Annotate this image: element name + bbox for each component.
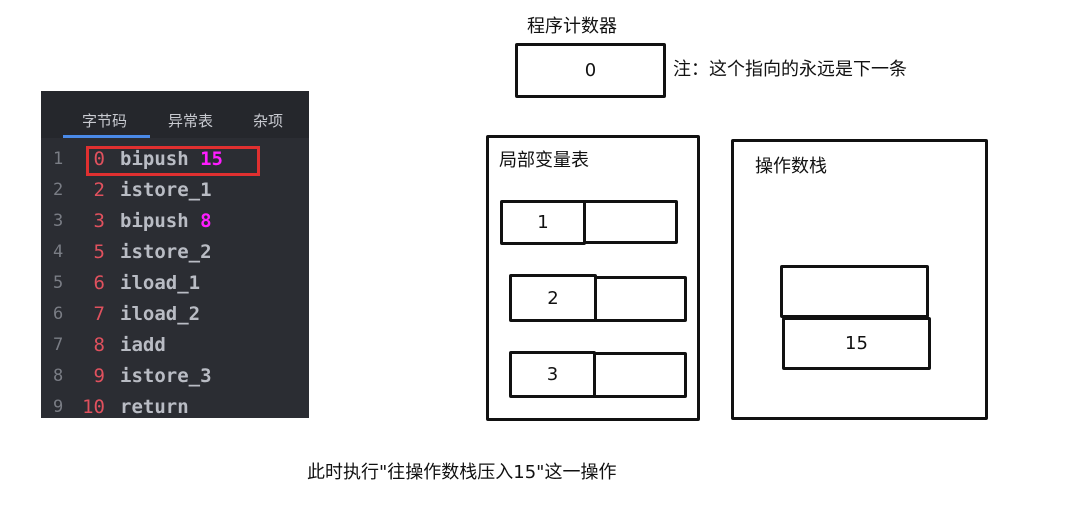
stack-title: 操作数栈 (755, 156, 827, 177)
bytecode-row[interactable]: 3 3 bipush 8 (41, 206, 309, 237)
instruction: iload_2 (120, 299, 200, 330)
bytecode-row[interactable]: 6 7 iload_2 (41, 299, 309, 330)
bytecode-offset: 8 (93, 334, 105, 356)
local-slot-value (594, 276, 687, 322)
instruction: istore_1 (120, 175, 212, 206)
local-slot-index: 2 (509, 274, 597, 322)
line-number: 5 (53, 273, 64, 293)
stack-value: 15 (845, 333, 868, 354)
locals-title: 局部变量表 (499, 150, 589, 171)
bytecode-row[interactable]: 5 6 iload_1 (41, 268, 309, 299)
pc-value: 0 (584, 60, 597, 81)
instruction: bipush 8 (120, 206, 212, 237)
opcode: iload_1 (120, 272, 201, 294)
tab-exception-table[interactable]: 异常表 (168, 112, 214, 130)
operand: 8 (200, 210, 212, 232)
opcode: istore_1 (120, 179, 212, 201)
bytecode-row[interactable]: 2 2 istore_1 (41, 175, 309, 206)
pc-note: 注：这个指向的永远是下一条 (673, 59, 907, 80)
line-number: 2 (53, 180, 64, 200)
line-number: 7 (53, 335, 64, 355)
local-slot-value (583, 200, 678, 244)
instruction: return (120, 392, 189, 418)
instruction: bipush 15 (120, 144, 223, 175)
bytecode-offset: 2 (93, 179, 105, 201)
active-tab-indicator (63, 135, 150, 138)
opcode: iload_2 (120, 303, 201, 325)
opcode: istore_2 (120, 241, 212, 263)
line-number: 4 (53, 242, 64, 262)
line-number: 1 (53, 149, 64, 169)
bytecode-offset: 0 (93, 148, 105, 170)
instruction: istore_2 (120, 237, 212, 268)
opcode: istore_3 (120, 365, 212, 387)
operand: 15 (200, 148, 223, 170)
pc-title: 程序计数器 (527, 16, 617, 37)
bytecode-row[interactable]: 7 8 iadd (41, 330, 309, 361)
slot-label: 2 (547, 287, 559, 309)
instruction: iload_1 (120, 268, 200, 299)
line-number: 8 (53, 366, 64, 386)
bytecode-offset: 9 (93, 365, 105, 387)
local-slot-index: 1 (500, 200, 586, 245)
tab-bytecode[interactable]: 字节码 (82, 112, 128, 130)
opcode: iadd (120, 334, 166, 356)
bytecode-offset: 3 (93, 210, 105, 232)
bytecode-row[interactable]: 4 5 istore_2 (41, 237, 309, 268)
instruction: istore_3 (120, 361, 212, 392)
instruction: iadd (120, 330, 166, 361)
line-number: 9 (53, 397, 64, 417)
current-instruction-highlight (86, 146, 260, 176)
local-slot-value (593, 352, 687, 398)
slot-label: 1 (537, 212, 549, 233)
bytecode-offset: 7 (93, 303, 105, 325)
caption: 此时执行"往操作数栈压入15"这一操作 (307, 462, 617, 483)
stack-slot: 15 (782, 317, 931, 370)
local-variable-table (486, 135, 700, 421)
line-number: 3 (53, 211, 64, 231)
opcode: bipush (120, 210, 189, 232)
operand-stack (731, 139, 988, 420)
bytecode-row[interactable]: 8 9 istore_3 (41, 361, 309, 392)
pc-box: 0 (515, 43, 666, 98)
opcode: bipush (120, 148, 189, 170)
bytecode-row[interactable]: 9 10 return (41, 392, 309, 418)
tab-misc[interactable]: 杂项 (253, 112, 284, 130)
bytecode-offset: 5 (93, 241, 105, 263)
slot-label: 3 (546, 364, 559, 385)
stack-slot (780, 265, 929, 318)
line-number: 6 (53, 304, 64, 324)
bytecode-row[interactable]: 1 0 bipush 15 (41, 144, 309, 175)
tab-bar: 字节码 异常表 杂项 (41, 91, 309, 138)
local-slot-index: 3 (509, 351, 596, 398)
opcode: return (120, 396, 189, 418)
bytecode-offset: 10 (82, 396, 105, 418)
bytecode-offset: 6 (93, 272, 105, 294)
